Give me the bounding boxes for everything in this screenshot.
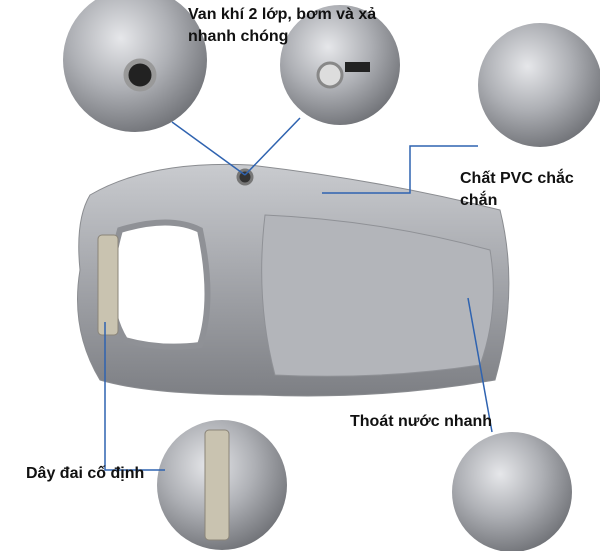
label-drain: Thoát nước nhanh: [350, 413, 493, 430]
detail-circle-drain: [452, 432, 572, 551]
label-pvc: Chất PVC chắc chắn: [460, 170, 574, 209]
detail-circle-valve-1: [63, 0, 207, 132]
callout-lines: [104, 117, 493, 471]
inflatable-basin: [77, 163, 510, 397]
detail-circle-valve-2: [280, 5, 400, 125]
detail-circle-pvc: [478, 23, 600, 147]
label-valve: Van khí 2 lớp, bơm và xả nhanh chóng: [188, 6, 377, 45]
detail-circle-strap: [157, 420, 287, 550]
label-strap: Dây đai cố định: [26, 465, 145, 482]
